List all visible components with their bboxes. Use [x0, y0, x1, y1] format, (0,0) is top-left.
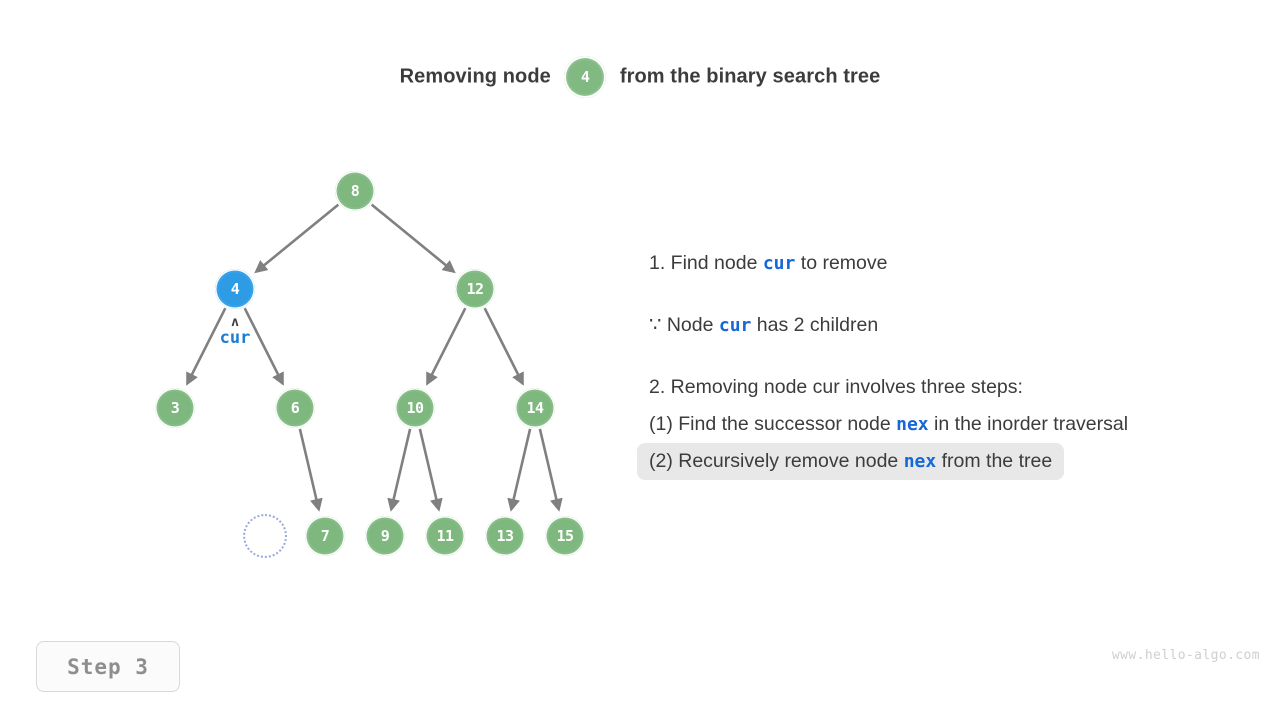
watermark: www.hello-algo.com [1112, 648, 1260, 663]
tree-edge-n14-n13 [507, 428, 532, 512]
tree-edges-layer [186, 203, 563, 512]
tree-node-9: 9 [365, 516, 405, 556]
explanation-line-step2: 2. Removing node cur involves three step… [637, 369, 1035, 406]
tree-edge-n14-n15 [538, 428, 563, 512]
tree-node-10: 10 [395, 388, 435, 428]
tree-node-value: 4 [230, 280, 240, 298]
explanation-text: (2) Recursively remove node [649, 450, 904, 472]
binary-search-tree-diagram: 8 4 12 3 6 10 14 7 9 11 13 15 ʌ cur [155, 171, 585, 558]
tree-node-11: 11 [425, 516, 465, 556]
tree-node-6: 6 [275, 388, 315, 428]
explanation-text: from the tree [936, 450, 1053, 472]
explanation-row: (1) Find the successor node nex in the i… [637, 406, 1257, 443]
tree-edge-n8-n12 [370, 203, 456, 274]
tree-node-12: 12 [455, 269, 495, 309]
step-badge-label: Step 3 [67, 654, 149, 679]
tree-node-value: 7 [320, 527, 330, 545]
tree-edge-n12-n10 [426, 307, 467, 386]
explanation-line-step1: 1. Find node cur to remove [637, 245, 899, 282]
page-title: Removing node 4 from the binary search t… [0, 56, 1280, 98]
explanation-text: has 2 children [751, 314, 879, 336]
tree-edge-n12-n14 [483, 307, 524, 386]
explanation-line-reason: ∵ Node cur has 2 children [637, 307, 890, 344]
tree-node-value: 9 [380, 527, 390, 545]
keyword-nex: nex [896, 414, 929, 435]
explanation-line-substep2: (2) Recursively remove node nex from the… [637, 443, 1065, 480]
tree-node-4: 4 [215, 269, 255, 309]
explanation-row: ∵ Node cur has 2 children [637, 307, 1257, 344]
tree-node-value: 15 [556, 527, 574, 545]
explanation-line-substep1: (1) Find the successor node nex in the i… [637, 406, 1140, 443]
step-badge: Step 3 [36, 641, 180, 692]
tree-node-3: 3 [155, 388, 195, 428]
tree-node-value: 11 [436, 527, 454, 545]
title-node-value: 4 [580, 68, 590, 86]
explanation-text: 1. Find node [649, 252, 763, 274]
explanation-panel: 1. Find node cur to remove ∵ Node cur has… [637, 245, 1257, 480]
tree-node-value: 10 [406, 399, 424, 417]
watermark-text: www.hello-algo.com [1111, 648, 1260, 663]
tree-node-value: 8 [350, 182, 360, 200]
explanation-row: 1. Find node cur to remove [637, 245, 1257, 282]
pointer-label-text: cur [219, 328, 251, 348]
tree-edge-n4-n3 [186, 307, 227, 386]
tree-node-value: 6 [290, 399, 300, 417]
tree-node-8: 8 [335, 171, 375, 211]
explanation-text: in the inorder traversal [928, 413, 1129, 435]
explanation-text: 2. Removing node cur involves three step… [649, 376, 1023, 398]
keyword-cur: cur [718, 315, 752, 336]
explanation-row: 2. Removing node cur involves three step… [637, 369, 1257, 406]
tree-edge-n10-n9 [387, 428, 412, 512]
tree-edge-n10-n11 [418, 428, 443, 512]
tree-edge-n8-n4 [254, 203, 340, 274]
explanation-text: to remove [795, 252, 888, 274]
explanation-row: (2) Recursively remove node nex from the… [637, 443, 1257, 480]
tree-edge-n6-n7 [298, 428, 323, 512]
keyword-cur: cur [762, 253, 796, 274]
cur-pointer-label: ʌ cur [195, 315, 275, 348]
tree-node-7: 7 [305, 516, 345, 556]
tree-node-15: 15 [545, 516, 585, 556]
pointer-caret-icon: ʌ [231, 315, 239, 330]
keyword-nex: nex [903, 451, 937, 472]
tree-edge-n4-n6 [243, 307, 284, 386]
tree-node-value: 14 [526, 399, 544, 417]
explanation-text: (1) Find the successor node [649, 413, 897, 435]
explanation-text: ∵ Node [649, 314, 719, 336]
tree-node-value: 3 [170, 399, 180, 417]
tree-node-value: 13 [496, 527, 514, 545]
title-text-before: Removing node [399, 65, 551, 88]
tree-node-14: 14 [515, 388, 555, 428]
title-node-badge: 4 [564, 56, 607, 98]
title-text-after: from the binary search tree [619, 65, 881, 88]
tree-node-13: 13 [485, 516, 525, 556]
tree-node-placeholder [243, 514, 287, 558]
tree-node-value: 12 [466, 280, 484, 298]
